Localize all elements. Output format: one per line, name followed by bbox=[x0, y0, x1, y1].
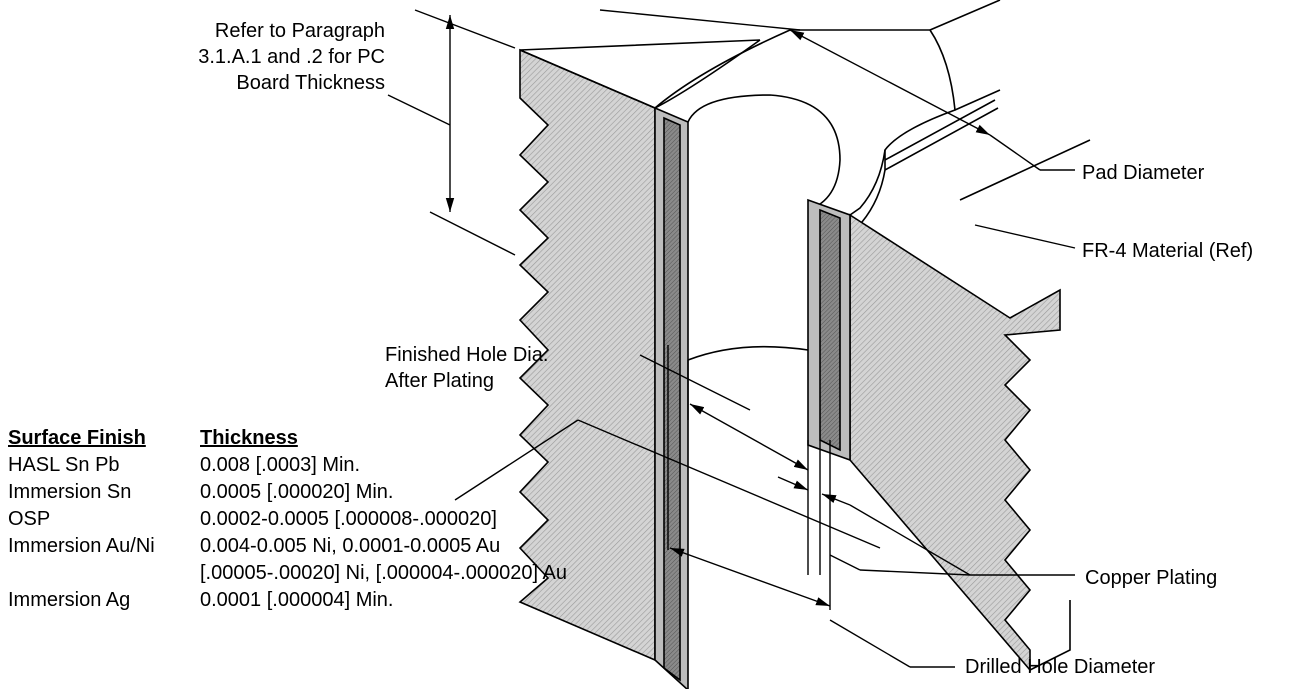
fr4-material-label: FR-4 Material (Ref) bbox=[1082, 240, 1254, 262]
right-plating-inner bbox=[819, 208, 841, 452]
finish-thickness: 0.0001 [.000004] Min. bbox=[200, 589, 394, 611]
board-thickness-label: Refer to Paragraph 3.1.A.1 and .2 for PC… bbox=[198, 20, 385, 94]
finish-name bbox=[8, 560, 200, 587]
column-header-surface-finish: Surface Finish bbox=[8, 427, 146, 449]
table-row: [.00005-.00020] Ni, [.000004-.000020] Au bbox=[8, 560, 567, 587]
drilled-hole-dimension bbox=[669, 547, 831, 607]
finish-thickness: 0.004-0.005 Ni, 0.0001-0.0005 Au bbox=[200, 535, 501, 557]
table-row: Immersion Sn 0.0005 [.000020] Min. bbox=[8, 479, 567, 506]
table-header-row: Surface Finish Thickness bbox=[8, 425, 567, 452]
table-row: Immersion Ag 0.0001 [.000004] Min. bbox=[8, 587, 567, 614]
pad-outline bbox=[654, 29, 956, 216]
copper-plating-label: Copper Plating bbox=[1085, 567, 1218, 589]
pad-diameter-label: Pad Diameter bbox=[1082, 162, 1205, 184]
finished-hole-dimension bbox=[689, 403, 809, 471]
pad-edge-layers bbox=[849, 99, 999, 229]
hole-opening bbox=[687, 94, 841, 211]
hole-bottom bbox=[687, 345, 809, 361]
finish-name: OSP bbox=[8, 508, 51, 530]
left-plating-inner bbox=[663, 116, 681, 682]
finish-name: Immersion Sn bbox=[8, 481, 132, 503]
table-row: Immersion Au/Ni 0.004-0.005 Ni, 0.0001-0… bbox=[8, 533, 567, 560]
surface-finish-table: Surface Finish Thickness HASL Sn Pb 0.00… bbox=[8, 425, 567, 614]
finish-thickness: 0.0005 [.000020] Min. bbox=[200, 481, 394, 503]
right-board-section bbox=[849, 213, 1061, 673]
table-row: HASL Sn Pb 0.008 [.0003] Min. bbox=[8, 452, 567, 479]
finish-thickness: 0.008 [.0003] Min. bbox=[200, 454, 361, 476]
column-header-thickness: Thickness bbox=[200, 427, 298, 449]
finish-thickness: 0.0002-0.0005 [.000008-.000020] bbox=[200, 508, 497, 530]
finish-name: Immersion Au/Ni bbox=[8, 535, 155, 557]
finish-name: Immersion Ag bbox=[8, 589, 131, 611]
finish-name: HASL Sn Pb bbox=[8, 454, 120, 476]
finished-hole-label: Finished Hole Dia. After Plating bbox=[385, 344, 549, 392]
pad-diameter-dimension bbox=[789, 29, 991, 136]
drilled-hole-label: Drilled Hole Diameter bbox=[965, 656, 1156, 678]
left-board-section bbox=[518, 48, 656, 662]
finish-thickness: [.00005-.00020] Ni, [.000004-.000020] Au bbox=[200, 562, 567, 584]
table-row: OSP 0.0002-0.0005 [.000008-.000020] bbox=[8, 506, 567, 533]
